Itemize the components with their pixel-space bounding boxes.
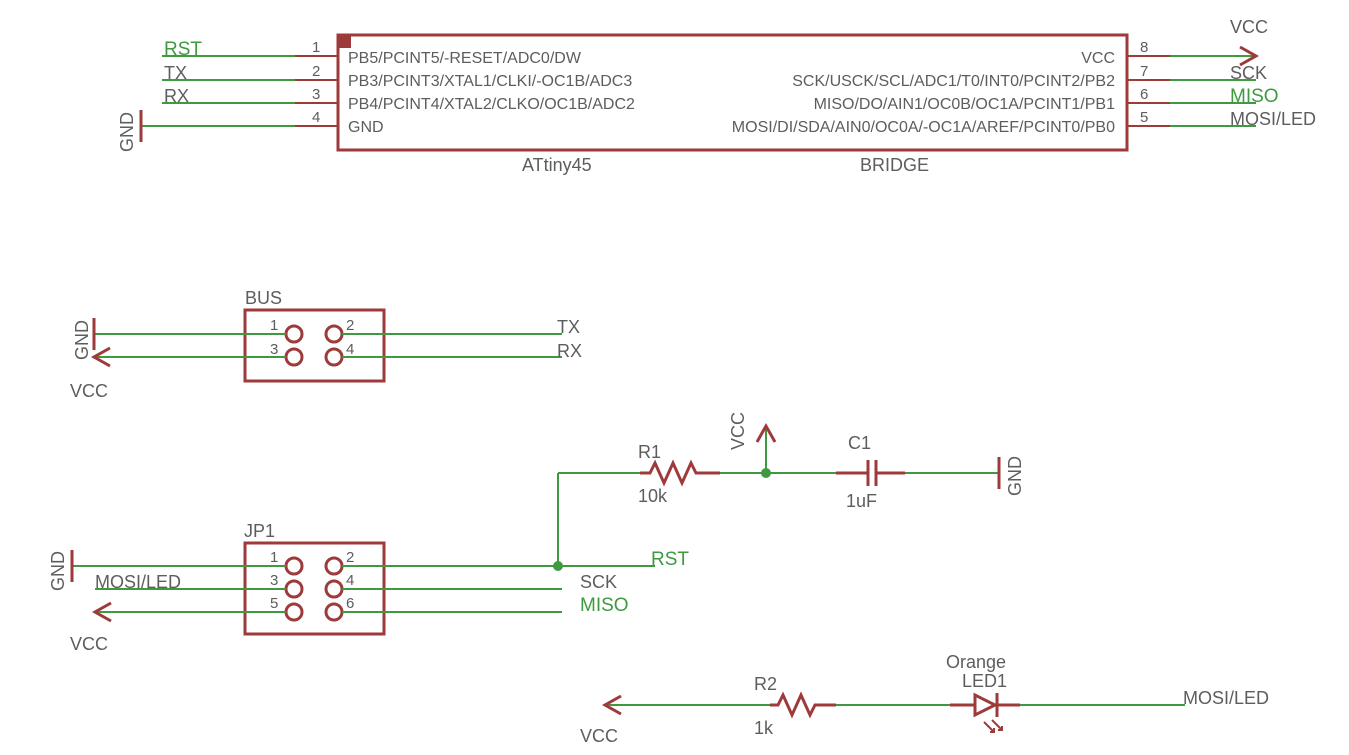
bus-pin1-number: 1 (270, 317, 278, 334)
jp1-pin4-pad (324, 579, 344, 599)
bus-vcc-label: VCC (70, 381, 108, 401)
jp1-vcc-label: VCC (70, 634, 108, 654)
bus-pin4-pad (324, 347, 344, 367)
attiny-pin4-label: GND (348, 119, 384, 136)
bus-pin3-pad (284, 347, 304, 367)
led1-triangle (973, 692, 999, 718)
bus-rx-label: RX (557, 341, 582, 361)
r1-resistor-symbol[interactable] (640, 459, 720, 487)
led1-diode-symbol[interactable] (973, 692, 1003, 733)
jp1-pin1-pad (284, 556, 304, 576)
bus-pin3-number: 3 (270, 341, 278, 358)
r2-name-label: R2 (754, 674, 777, 694)
jp1-rst-label: RST (651, 549, 689, 570)
jp1-pin2-pad (324, 556, 344, 576)
c1-value-label: 1uF (846, 491, 877, 511)
jp1-vcc-arrow-icon (91, 601, 112, 623)
jp1-pin2-number: 2 (346, 549, 354, 566)
net-label-mosi-led: MOSI/LED (1230, 109, 1316, 129)
bus-tx-label: TX (557, 317, 580, 337)
r2-resistor-symbol[interactable] (770, 691, 836, 719)
attiny-pin5-label: MOSI/DI/SDA/AIN0/OC0A/-OC1A/AREF/PCINT0/… (732, 119, 1115, 136)
vcc-arrow-icon (1239, 45, 1260, 67)
jp1-name-label: JP1 (244, 521, 275, 541)
r1-name-label: R1 (638, 442, 661, 462)
led1-emit-arrow-1 (983, 721, 995, 733)
attiny-pin6-label: MISO/DO/AIN1/OC0B/OC1A/PCINT1/PB1 (814, 96, 1116, 113)
jp1-pin6-number: 6 (346, 595, 354, 612)
attiny-pin7-label: SCK/USCK/SCL/ADC1/T0/INT0/PCINT2/PB2 (792, 73, 1115, 90)
led1-emit-arrow-2 (991, 719, 1003, 731)
attiny-pin3-number: 3 (312, 86, 320, 103)
vcc-arrow-icon-r1 (755, 422, 777, 443)
jp1-pin3-number: 3 (270, 572, 278, 589)
net-label-rx: RX (164, 86, 189, 106)
r2-vcc-label: VCC (580, 726, 618, 746)
c1-name-label: C1 (848, 433, 871, 453)
attiny-pin5-number: 5 (1140, 109, 1148, 126)
vcc-symbol-label: VCC (1230, 17, 1268, 37)
r1-vcc-label: VCC (728, 412, 748, 450)
attiny-value-label: BRIDGE (860, 155, 929, 175)
gnd-symbol-label: GND (117, 112, 137, 152)
junction-dot-rst (553, 561, 563, 571)
junction-dot-vcc (761, 468, 771, 478)
jp1-pin4-number: 4 (346, 572, 354, 589)
led1-value-label: Orange (946, 652, 1006, 672)
jp1-gnd-label: GND (48, 551, 68, 591)
bus-pin2-pad (324, 324, 344, 344)
attiny-pin6-number: 6 (1140, 86, 1148, 103)
attiny-pin2-label: PB3/PCINT3/XTAL1/CLKI/-OC1B/ADC3 (348, 73, 632, 90)
net-label-sck: SCK (1230, 63, 1267, 83)
attiny-name-label: ATtiny45 (522, 155, 592, 175)
r1-value-label: 10k (638, 486, 668, 506)
jp1-pin1-number: 1 (270, 549, 278, 566)
attiny-pin8-label: VCC (1081, 50, 1115, 67)
attiny-pin8-number: 8 (1140, 39, 1148, 56)
attiny-pin1-number: 1 (312, 39, 320, 56)
bus-gnd-label: GND (72, 320, 92, 360)
led1-mosi-label: MOSI/LED (1183, 688, 1269, 708)
attiny-pin7-number: 7 (1140, 63, 1148, 80)
jp1-mosi-label: MOSI/LED (95, 572, 181, 592)
jp1-sck-label: SCK (580, 572, 617, 592)
attiny45-symbol[interactable] (336, 33, 1129, 152)
jp1-pin5-pad (284, 602, 304, 622)
c1-gnd-label: GND (1005, 456, 1025, 496)
r2-value-label: 1k (754, 718, 774, 738)
bus-pin4-number: 4 (346, 341, 354, 358)
bus-vcc-arrow-icon (90, 346, 111, 368)
net-label-miso: MISO (1230, 86, 1279, 107)
bus-name-label: BUS (245, 288, 282, 308)
jp1-pin3-pad (284, 579, 304, 599)
pin1-marker (338, 35, 351, 48)
bus-pin1-pad (284, 324, 304, 344)
attiny-pin1-label: PB5/PCINT5/-RESET/ADC0/DW (348, 50, 582, 67)
net-label-tx: TX (164, 63, 187, 83)
attiny-pin2-number: 2 (312, 63, 320, 80)
led1-name-label: LED1 (962, 671, 1007, 691)
jp1-miso-label: MISO (580, 595, 629, 616)
bus-header-body[interactable] (243, 308, 386, 383)
attiny45-body (336, 33, 1129, 152)
jp1-pin6-pad (324, 602, 344, 622)
attiny-pin3-label: PB4/PCINT4/XTAL2/CLKO/OC1B/ADC2 (348, 96, 635, 113)
bus-pin2-number: 2 (346, 317, 354, 334)
r2-vcc-arrow-icon (601, 694, 622, 716)
attiny-pin4-number: 4 (312, 109, 320, 126)
net-label-rst: RST (164, 39, 202, 60)
jp1-pin5-number: 5 (270, 595, 278, 612)
